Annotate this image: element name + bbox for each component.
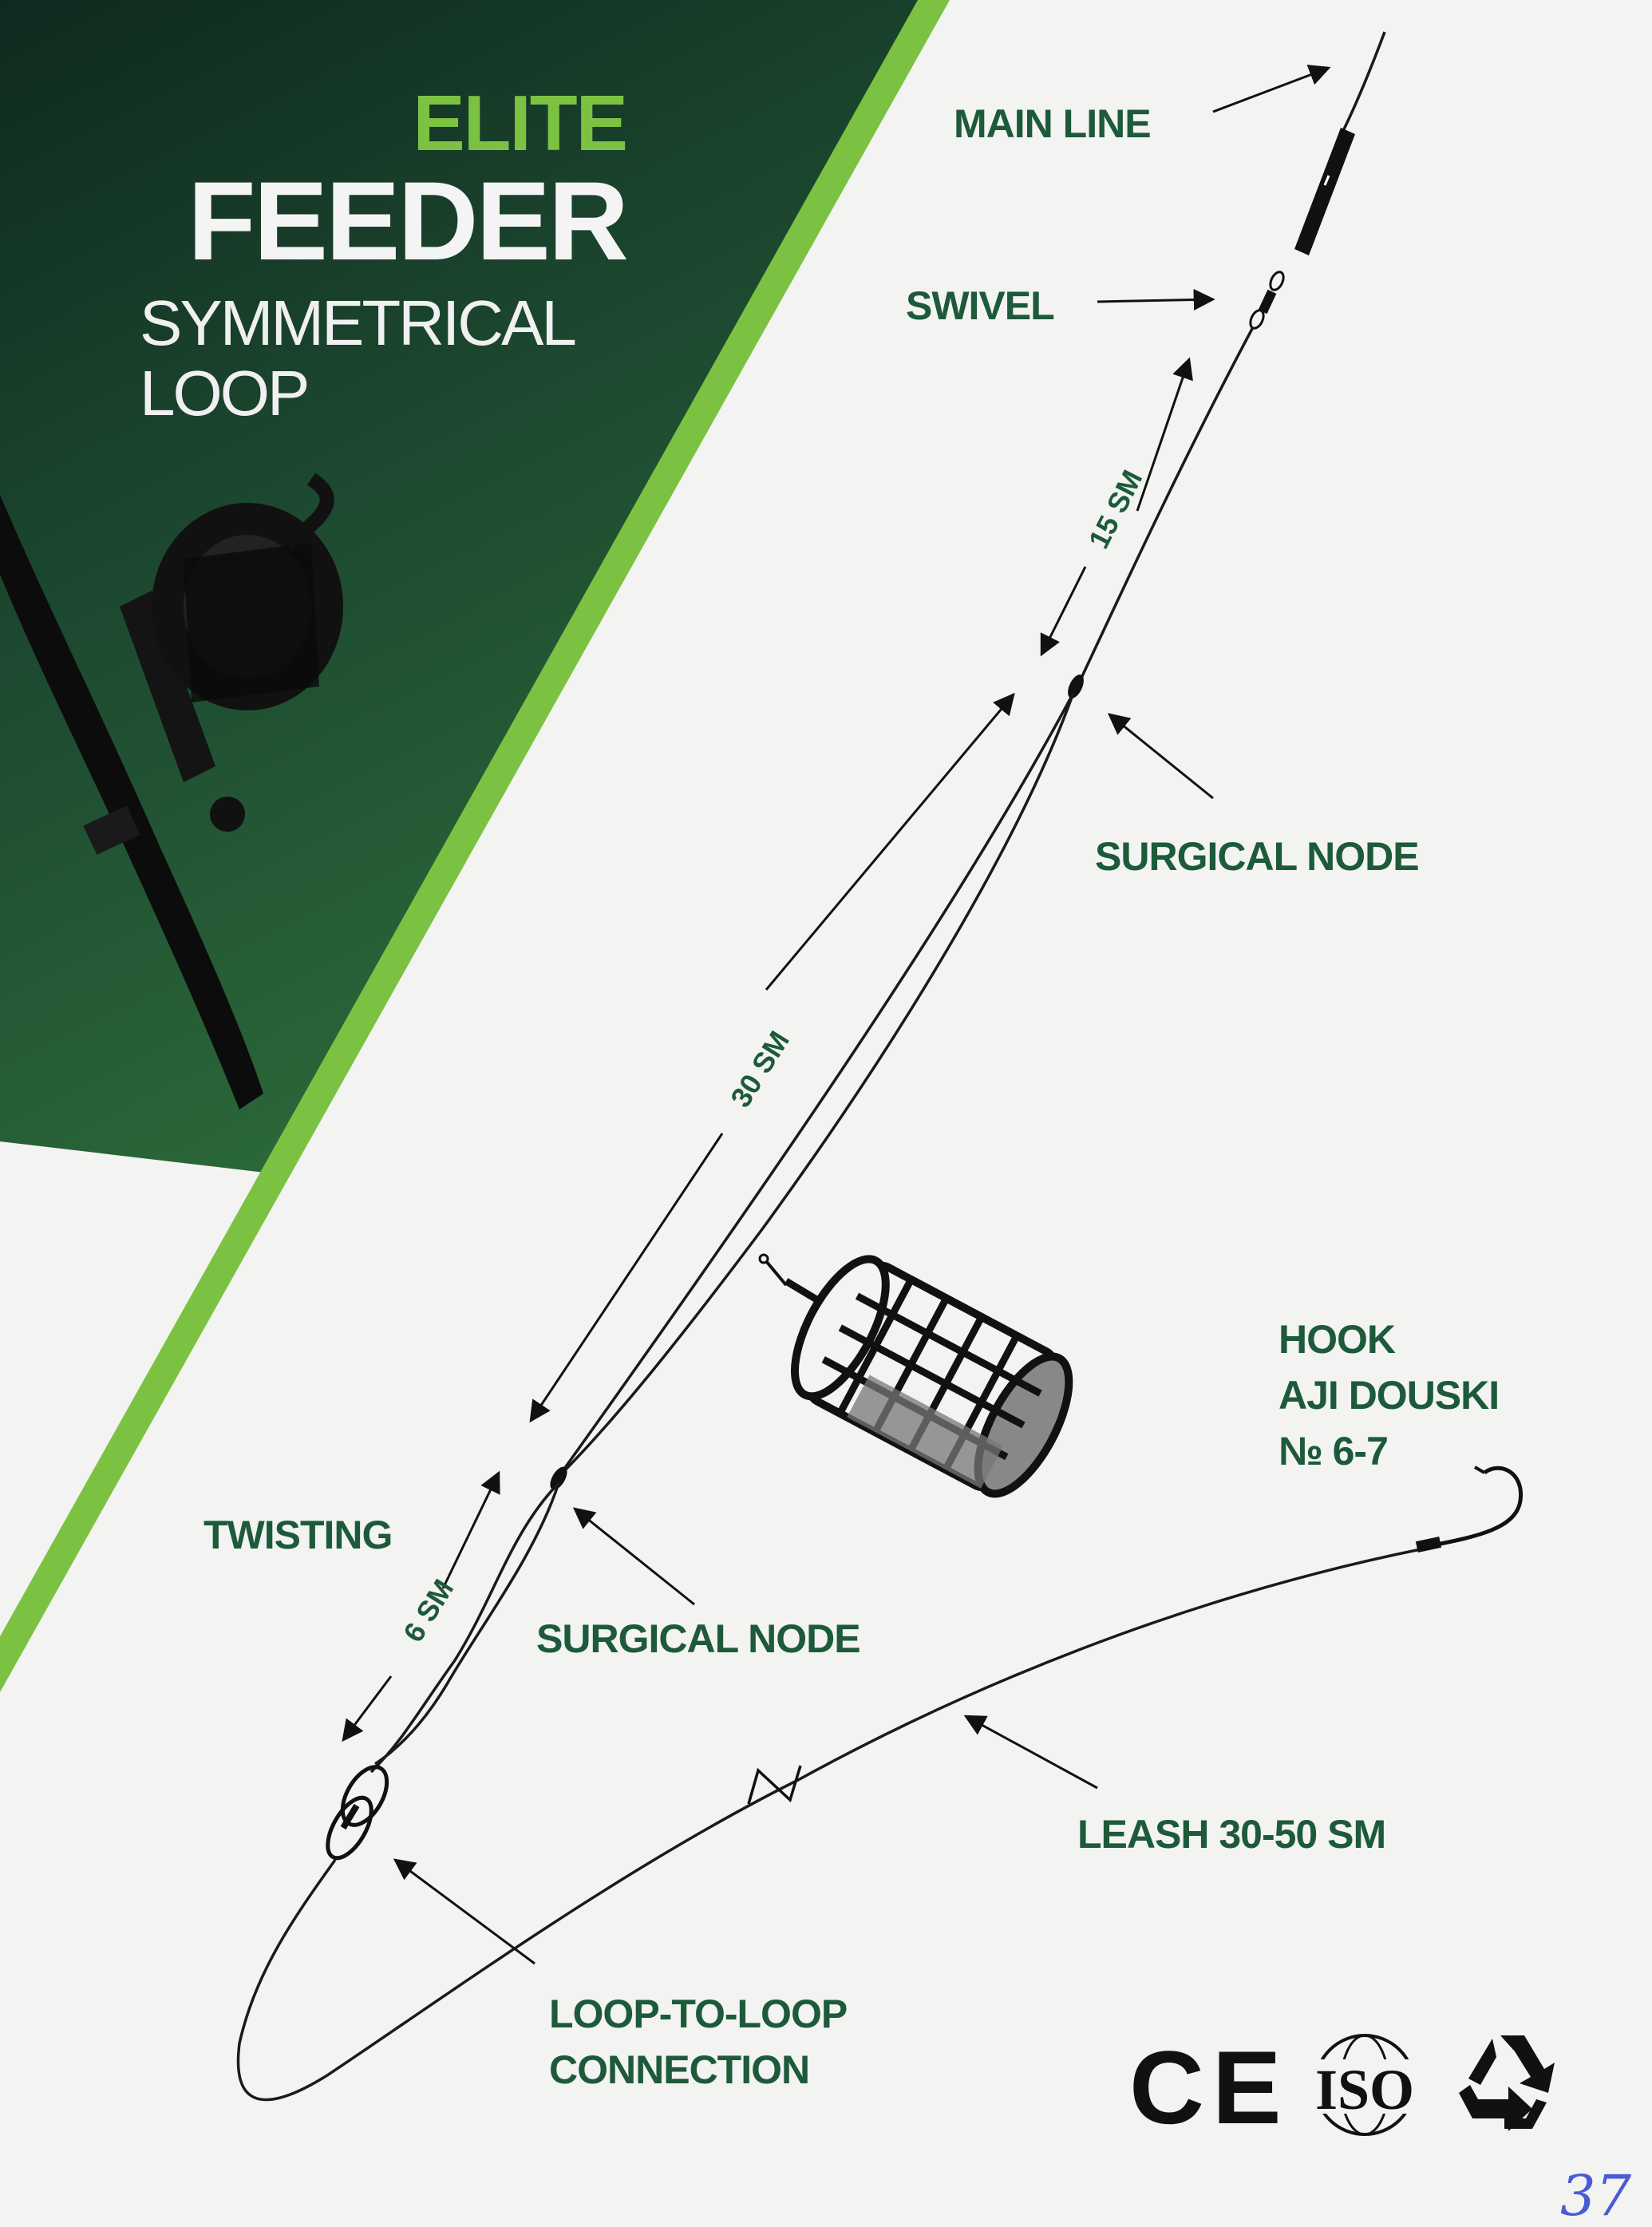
leash-label: LEASH 30-50 SM [1077, 1812, 1385, 1857]
green-stripe [0, 0, 950, 1692]
loop-connection-label-line-2: CONNECTION [549, 2047, 809, 2092]
feeder-cage-icon [758, 1253, 1073, 1498]
line-bead [1294, 128, 1355, 255]
twisted-strand-b [370, 1481, 560, 1774]
dim-30-upper-arrow [765, 692, 1015, 991]
title-elite: ELITE [413, 79, 626, 167]
main-line-arrow [1212, 64, 1331, 113]
hook-icon [1415, 1466, 1523, 1553]
dim-15-lower-arrow [1040, 566, 1087, 657]
leash-arrow [963, 1715, 1098, 1790]
hook-label-line-1: HOOK [1279, 1317, 1396, 1362]
main-line-label: MAIN LINE [954, 101, 1151, 146]
surgical-node-bottom-label: SURGICAL NODE [536, 1616, 860, 1661]
loop-strand-left [557, 692, 1075, 1478]
swivel-label: SWIVEL [906, 283, 1054, 328]
hook-label-line-2: AJI DOUSKI [1279, 1373, 1499, 1418]
lower-surgical-node [550, 1466, 567, 1490]
twisted-strand-a [374, 1482, 560, 1766]
handwritten-mark: 37 [1560, 2163, 1632, 2227]
leash-break-mark [747, 1765, 802, 1805]
loop-strand-right [557, 692, 1075, 1478]
surgical-node-bottom-arrow [572, 1507, 695, 1606]
main-line [1339, 31, 1386, 136]
loop-to-loop-knot [326, 1765, 389, 1861]
surgical-node-top-label: SURGICAL NODE [1095, 834, 1419, 879]
dim-6-lower-arrow [342, 1675, 393, 1742]
dim-30-lower-arrow [529, 1133, 724, 1423]
surgical-node-top-arrow [1107, 713, 1214, 800]
dim-6-upper-arrow [441, 1470, 500, 1589]
ce-mark-icon: CE [1129, 2029, 1290, 2146]
hook-label-line-3: № 6-7 [1279, 1429, 1388, 1473]
subtitle-symmetrical: SYMMETRICAL [140, 287, 575, 358]
dim-30-label: 30 SM [724, 1025, 796, 1113]
title-feeder: FEEDER [188, 158, 627, 283]
swivel-icon [1249, 271, 1285, 330]
rod-and-reel-illustration [0, 473, 343, 1110]
upper-surgical-node [1068, 674, 1084, 698]
loop-connection-arrow [393, 1858, 536, 1965]
dim-6-label: 6 SM [397, 1573, 460, 1648]
loop-connection-label-line-1: LOOP-TO-LOOP [549, 1992, 847, 2036]
dim-15-upper-arrow [1136, 357, 1193, 512]
dark-green-panel [0, 0, 934, 1173]
leash-line [236, 1545, 1433, 2102]
upper-line [1076, 326, 1255, 687]
recycle-icon [1459, 2035, 1555, 2131]
iso-mark-icon: ISO [1305, 2034, 1425, 2136]
svg-text:ISO: ISO [1315, 2058, 1414, 2122]
subtitle-loop: LOOP [140, 358, 307, 429]
twisting-label: TWISTING [204, 1513, 392, 1557]
swivel-arrow [1097, 289, 1215, 311]
